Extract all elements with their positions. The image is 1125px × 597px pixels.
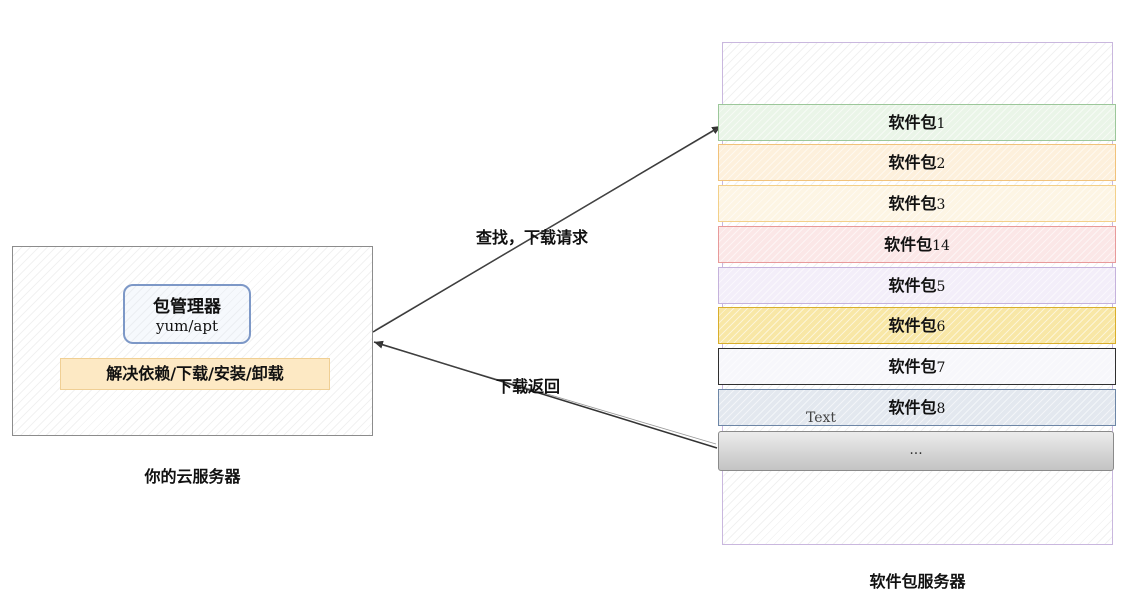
package-manager-subtitle: yum/apt [156,317,218,335]
package-manager-box: 包管理器 yum/apt [123,284,251,344]
cloud-server-box: 包管理器 yum/apt 解决依赖/下载/安装/卸载 [12,246,373,436]
package-more-item: ... [718,431,1114,471]
request-arrow-sketch [374,127,720,331]
package-manager-title: 包管理器 [153,297,221,317]
package-server-label: 软件包服务器 [869,572,966,591]
package-number: 3 [936,197,946,213]
request-label: 查找，下载请求 [476,228,589,247]
functions-bar: 解决依赖/下载/安装/卸载 [60,358,330,390]
return-arrow-sketch [377,343,717,445]
package-item: 软件包1 [718,104,1116,141]
package-name: 软件包 [888,276,937,295]
package-name: 软件包 [888,316,937,335]
package-number: 6 [936,319,946,335]
package-item: 软件包8 [718,389,1116,426]
package-number: 7 [936,360,946,376]
package-name: 软件包 [888,398,937,417]
package-name: 软件包 [884,235,933,254]
package-name: 软件包 [888,153,937,172]
stray-text-label: Text [806,410,837,426]
package-number: 2 [936,156,946,172]
package-item: 软件包2 [718,144,1116,181]
package-number: 8 [936,401,946,417]
package-name: 软件包 [888,357,937,376]
package-item: 软件包14 [718,226,1116,263]
package-name: 软件包 [888,194,937,213]
return-label: 下载返回 [496,377,561,396]
package-item: 软件包6 [718,307,1116,344]
package-item: 软件包5 [718,267,1116,304]
cloud-server-label: 你的云服务器 [144,467,241,486]
package-item: 软件包7 [718,348,1116,385]
package-number: 5 [936,279,946,295]
package-number: 1 [936,116,946,132]
package-name: 软件包 [888,113,937,132]
package-number: 14 [932,238,950,254]
package-item: 软件包3 [718,185,1116,222]
